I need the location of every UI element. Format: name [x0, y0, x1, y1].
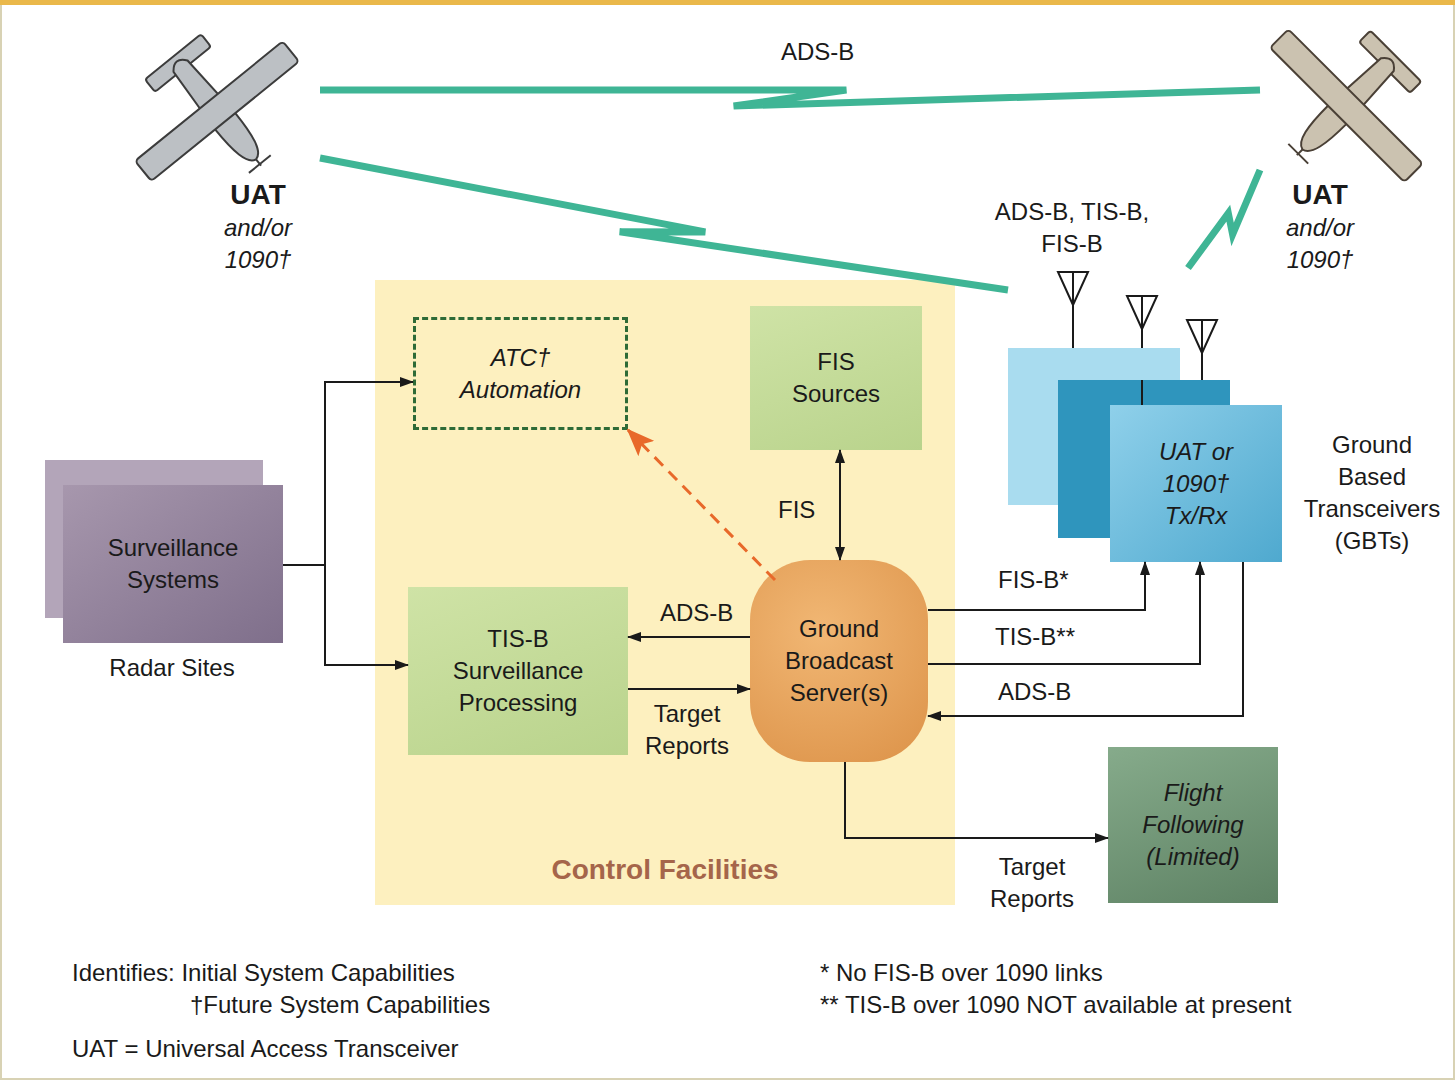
label-holder: * No FIS-B over 1090 links — [817, 957, 1106, 989]
node-text: UAT — [1292, 179, 1347, 211]
node-text: Control Facilities — [551, 854, 778, 886]
node-text: and/or 1090† — [1270, 212, 1370, 276]
text-holder: UAT — [208, 179, 308, 211]
label-holder: FIS-B* — [995, 564, 1072, 596]
text-holder: TIS-B Surveillance Processing — [408, 587, 628, 755]
text-holder: ATC† Automation — [416, 320, 625, 427]
node-text: Surveillance Systems — [93, 532, 253, 596]
process-box: FIS Sources — [750, 306, 922, 450]
text-holder: Flight Following (Limited) — [1108, 747, 1278, 903]
text-holder: UAT or 1090† Tx/Rx — [1110, 405, 1282, 562]
radar-box-front — [63, 485, 283, 643]
footnote: UAT = Universal Access Transceiver — [69, 1033, 462, 1065]
label-holder: Identifies: Initial System Capabilities — [69, 957, 458, 989]
service-box: Flight Following (Limited) — [1108, 747, 1278, 903]
antenna-stem — [1141, 380, 1143, 405]
text-holder: Control Facilities — [375, 854, 955, 886]
transceiver-box-front — [1110, 405, 1282, 562]
edge-label: FIS-B* — [995, 564, 1072, 596]
footnote: ** TIS-B over 1090 NOT available at pres… — [817, 989, 1294, 1021]
node-text: UAT or 1090† Tx/Rx — [1131, 436, 1261, 532]
label-holder: ADS-B — [657, 597, 736, 629]
aircraft-left — [99, 0, 335, 225]
footnote: * No FIS-B over 1090 links — [817, 957, 1106, 989]
node-text: UAT — [230, 179, 285, 211]
footnote: Identifies: Initial System Capabilities — [69, 957, 458, 989]
data-arrow — [628, 688, 750, 690]
node-text: Ground Based Transceivers (GBTs) — [1300, 429, 1445, 557]
text-holder: Radar Sites — [72, 652, 272, 684]
footnote: †Future System Capabilities — [187, 989, 493, 1021]
data-arrow — [839, 450, 841, 560]
top-strip — [0, 0, 1455, 5]
text-holder: and/or 1090† — [208, 212, 308, 276]
label-holder: Target Reports — [974, 851, 1090, 915]
server-box: Ground Broadcast Server(s) — [750, 560, 928, 762]
text-holder: Ground Broadcast Server(s) — [750, 560, 928, 762]
node-text: Flight Following (Limited) — [1123, 777, 1263, 873]
transceiver-box: UAT or 1090† Tx/RxGround Based Transceiv… — [1008, 268, 1282, 562]
node-text: FIS Sources — [781, 346, 891, 410]
node-text: Radar Sites — [109, 652, 234, 684]
node-text: TIS-B Surveillance Processing — [428, 623, 608, 719]
label-holder: ADS-B — [995, 676, 1074, 708]
future-box: ATC† Automation — [413, 317, 628, 430]
aircraft: UATand/or 1090† — [130, 30, 320, 280]
edge-label: TIS-B** — [992, 621, 1078, 653]
text-holder: FIS Sources — [750, 306, 922, 450]
edge-label: ADS-B — [995, 676, 1074, 708]
text-holder: UAT — [1270, 179, 1370, 211]
datalink-bolt — [320, 90, 1260, 106]
facility-band: Control Facilities ATC† Automation FIS Sou… — [375, 280, 955, 905]
edge-label: Target Reports — [974, 851, 1090, 915]
label-holder: ADS-B — [778, 36, 857, 68]
aircraft: UATand/or 1090† — [1260, 30, 1450, 280]
text-holder: and/or 1090† — [1270, 212, 1370, 276]
link-label: ADS-B, TIS-B, FIS-B — [974, 196, 1170, 260]
data-arrow — [928, 562, 1200, 664]
label-holder: FIS — [775, 494, 818, 526]
process-box: TIS-B Surveillance Processing — [408, 587, 628, 755]
data-arrow — [628, 636, 750, 638]
label-holder: †Future System Capabilities — [187, 989, 493, 1021]
label-holder: ADS-B, TIS-B, FIS-B — [974, 196, 1170, 260]
datalink-bolt — [320, 158, 1008, 290]
data-arrow — [928, 562, 1243, 716]
label-holder: ** TIS-B over 1090 NOT available at pres… — [817, 989, 1294, 1021]
edge-label: Target Reports — [629, 698, 745, 762]
radar-box: Surveillance SystemsRadar Sites — [45, 460, 283, 690]
edge-label: ADS-B — [778, 36, 857, 68]
data-arrow — [928, 562, 1145, 610]
text-holder: Surveillance Systems — [63, 485, 283, 643]
datalink-bolt — [1188, 170, 1260, 268]
label-holder: Target Reports — [629, 698, 745, 762]
aircraft-right — [1230, 0, 1455, 222]
node-text: ATC† Automation — [451, 342, 591, 406]
node-text: Ground Broadcast Server(s) — [764, 613, 914, 709]
text-holder: Ground Based Transceivers (GBTs) — [1297, 429, 1447, 557]
edge-label: FIS — [775, 494, 818, 526]
edge-label: ADS-B — [657, 597, 736, 629]
label-holder: TIS-B** — [992, 621, 1078, 653]
node-text: and/or 1090† — [208, 212, 308, 276]
label-holder: UAT = Universal Access Transceiver — [69, 1033, 462, 1065]
